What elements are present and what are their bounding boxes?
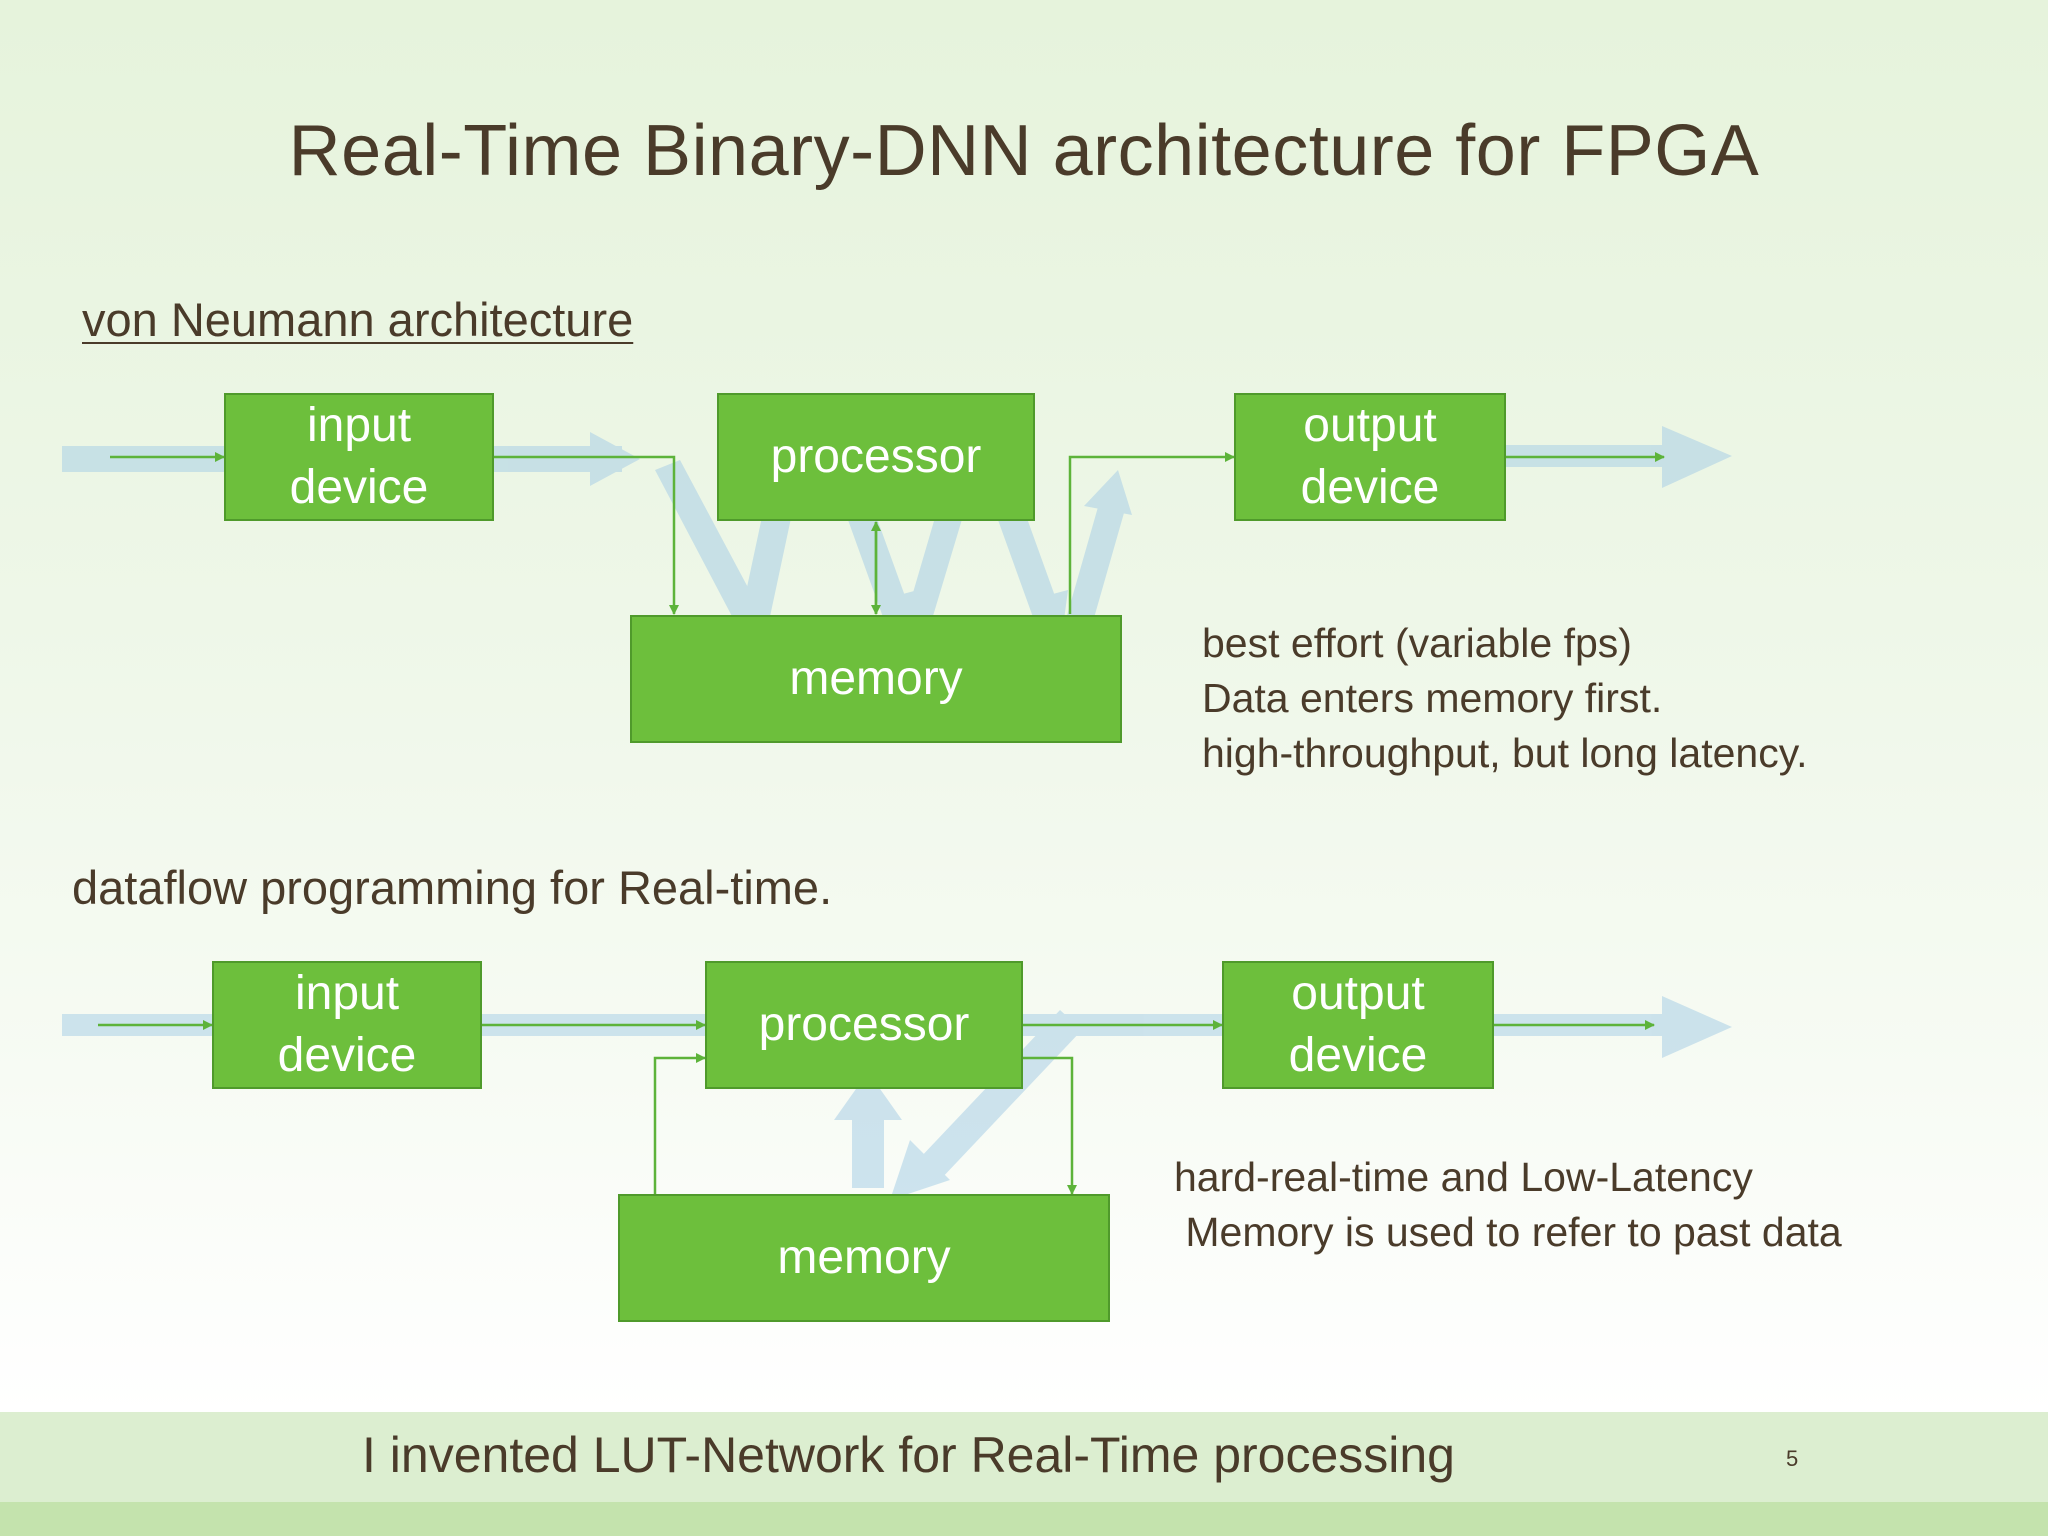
page-number: 5 bbox=[1786, 1446, 1799, 1471]
processor-label: processor bbox=[770, 430, 982, 483]
memory-label: memory bbox=[789, 652, 963, 705]
note-line: Memory is used to refer to past data bbox=[1174, 1209, 1842, 1255]
connectors-dataflow bbox=[98, 1020, 1655, 1195]
output-device-label: output device bbox=[1300, 399, 1440, 514]
processor-label: processor bbox=[758, 998, 970, 1051]
note-line: high-throughput, but long latency. bbox=[1202, 730, 1808, 776]
input-device-label: input device bbox=[289, 399, 429, 514]
section-heading-dataflow: dataflow programming for Real-time. bbox=[72, 861, 833, 914]
memory-label: memory bbox=[777, 1231, 951, 1284]
input-device-label: input device bbox=[277, 967, 417, 1082]
memory-box: memory bbox=[618, 1194, 1110, 1322]
processor-box: processor bbox=[705, 961, 1023, 1089]
output-device-label: output device bbox=[1288, 967, 1428, 1082]
section-heading-von-neumann: von Neumann architecture bbox=[82, 293, 634, 346]
footer-strip bbox=[0, 1502, 2048, 1536]
input-device-box: input device bbox=[224, 393, 494, 521]
slide-title: Real-Time Binary-DNN architecture for FP… bbox=[288, 111, 1760, 191]
memory-box: memory bbox=[630, 615, 1122, 743]
connectors-vonneumann bbox=[110, 452, 1665, 615]
note-line: best effort (variable fps) bbox=[1202, 620, 1632, 666]
notes-dataflow: hard-real-time and Low-Latency Memory is… bbox=[1174, 1150, 1842, 1260]
note-line: hard-real-time and Low-Latency bbox=[1174, 1154, 1753, 1200]
output-device-box: output device bbox=[1222, 961, 1494, 1089]
footer-text: I invented LUT-Network for Real-Time pro… bbox=[362, 1427, 1455, 1483]
processor-box: processor bbox=[717, 393, 1035, 521]
input-device-box: input device bbox=[212, 961, 482, 1089]
output-device-box: output device bbox=[1234, 393, 1506, 521]
note-line: Data enters memory first. bbox=[1202, 675, 1663, 721]
notes-von-neumann: best effort (variable fps) Data enters m… bbox=[1202, 616, 1808, 781]
